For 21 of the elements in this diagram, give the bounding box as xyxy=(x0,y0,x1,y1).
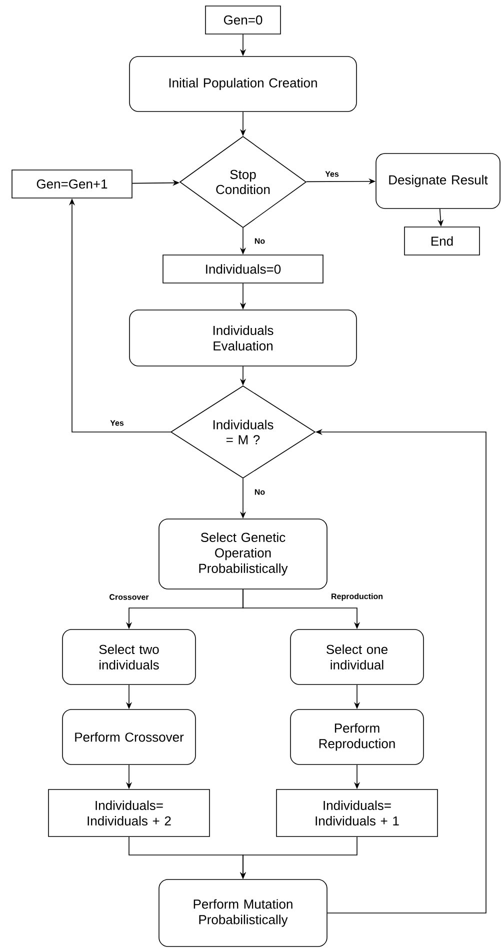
process-box: Gen=0 xyxy=(205,6,281,34)
rounded-box: Select two individuals xyxy=(62,629,196,685)
edge-label: No xyxy=(254,238,265,244)
rounded-box: Select Genetic Operation Probabilistically xyxy=(158,518,328,590)
rounded-box: Perform Reproduction xyxy=(290,709,424,765)
rounded-box: Designate Result xyxy=(376,153,500,209)
edge-label: Yes xyxy=(110,420,124,426)
process-box: Gen=Gen+1 xyxy=(12,170,132,198)
edge-label: Crossover xyxy=(110,594,149,600)
rounded-box: Individuals Evaluation xyxy=(129,310,357,366)
edge-label: Reproduction xyxy=(332,593,382,601)
rounded-box: Initial Population Creation xyxy=(129,56,357,112)
process-box: Individuals= Individuals + 2 xyxy=(48,789,210,837)
process-box: End xyxy=(404,226,480,256)
process-box: Individuals=0 xyxy=(162,254,324,284)
edge-label: No xyxy=(254,489,265,495)
process-box: Individuals= Individuals + 1 xyxy=(276,789,438,837)
rounded-box: Select one individual xyxy=(290,629,424,685)
rounded-box: Perform Mutation Probabilistically xyxy=(158,879,328,947)
edge-label: Yes xyxy=(325,171,339,177)
rounded-box: Perform Crossover xyxy=(62,709,196,765)
